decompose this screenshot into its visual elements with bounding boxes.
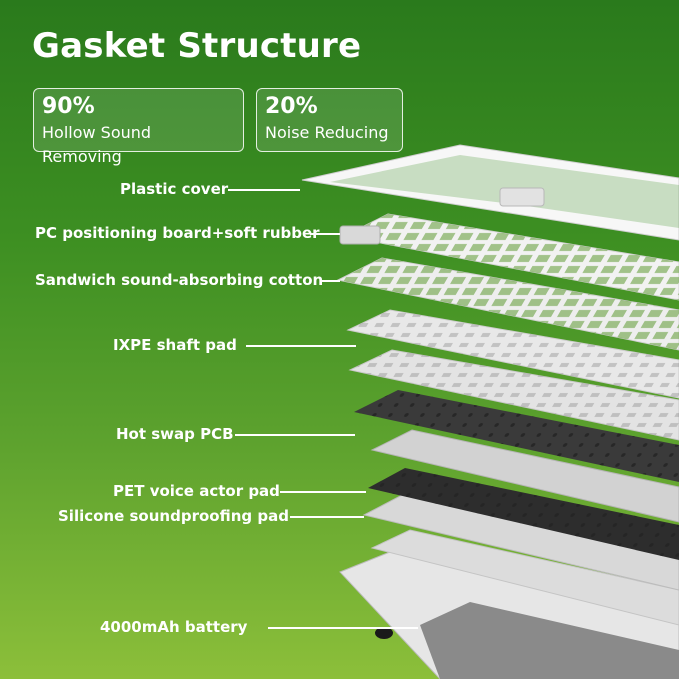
ixpe-lower-layer <box>348 349 679 441</box>
stat-label: Noise Reducing <box>265 123 389 142</box>
leader-line <box>246 345 356 347</box>
pet-pad-layer <box>368 468 679 560</box>
stat-noise-reducing: 20% Noise Reducing <box>256 88 403 152</box>
layer-label-silicone: Silicone soundproofing pad <box>58 507 289 525</box>
layer-label-pc-board: PC positioning board+soft rubber <box>35 224 320 242</box>
leader-line <box>290 516 364 518</box>
layer-label-pet: PET voice actor pad <box>113 482 280 500</box>
leader-line <box>322 280 340 282</box>
leader-line <box>280 491 366 493</box>
pcb-layer <box>354 390 679 482</box>
layer-label-ixpe: IXPE shaft pad <box>113 336 237 354</box>
page-title: Gasket Structure <box>32 26 362 66</box>
leader-line <box>235 434 355 436</box>
leader-line <box>228 189 300 191</box>
cotton-layer <box>336 257 679 351</box>
battery-layer <box>339 547 679 679</box>
leader-line <box>310 233 340 235</box>
stat-value: 20% <box>265 94 318 119</box>
pc-board-layer <box>339 213 679 301</box>
ixpe-layer <box>346 309 679 399</box>
layer-label-battery: 4000mAh battery <box>100 618 248 636</box>
leader-line <box>268 627 418 629</box>
lower-pad-layer <box>370 529 679 626</box>
silicone-pad-layer <box>362 494 679 591</box>
stat-label: Hollow Sound Removing <box>42 123 152 166</box>
layer-label-cotton: Sandwich sound-absorbing cotton <box>35 271 324 289</box>
layer-label-pcb: Hot swap PCB <box>116 425 234 443</box>
stat-hollow-sound: 90% Hollow Sound Removing <box>33 88 244 166</box>
stat-value: 90% <box>42 94 95 119</box>
mid-plate-layer <box>370 429 679 523</box>
layer-label-plastic-cover: Plastic cover <box>120 180 229 198</box>
plastic-cover-layer <box>301 144 679 241</box>
